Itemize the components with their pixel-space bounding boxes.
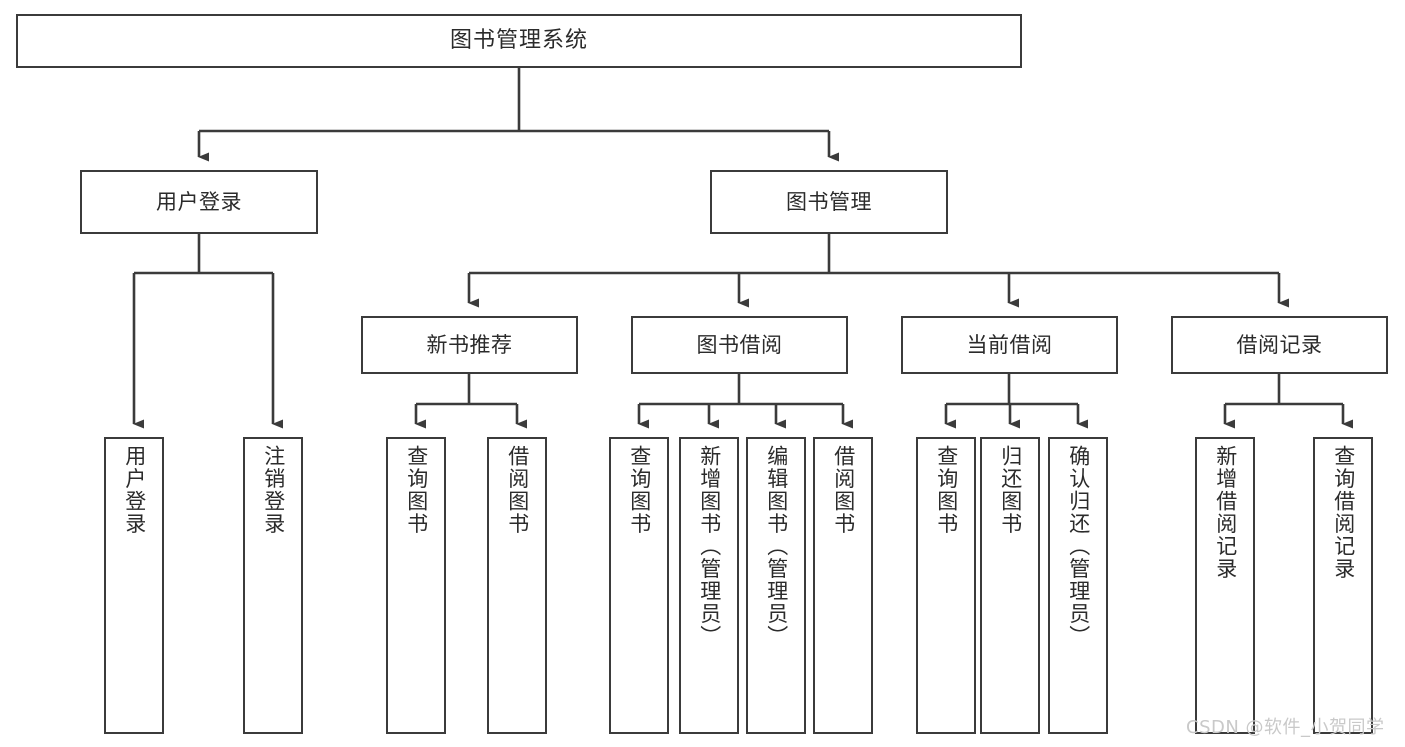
- node-label: 当前借阅: [966, 332, 1053, 357]
- node-leaf-query-book-1[interactable]: 查询图书: [386, 437, 446, 734]
- node-label: 查询图书: [404, 445, 429, 535]
- node-new-book-recommend[interactable]: 新书推荐: [361, 316, 578, 374]
- node-label: 借阅图书: [505, 445, 530, 535]
- node-root-system[interactable]: 图书管理系统: [16, 14, 1022, 68]
- node-label: 图书管理系统: [449, 28, 588, 53]
- node-label: 用户登录: [122, 445, 147, 535]
- node-leaf-user-logout[interactable]: 注销登录: [243, 437, 303, 734]
- node-leaf-edit-book[interactable]: 编辑图书（管理员）: [746, 437, 806, 734]
- node-label: 查询借阅记录: [1331, 445, 1356, 580]
- node-label: 确认归还（管理员）: [1066, 445, 1091, 648]
- node-leaf-query-record[interactable]: 查询借阅记录: [1313, 437, 1373, 734]
- node-label: 编辑图书（管理员）: [764, 445, 789, 648]
- node-book-borrow[interactable]: 图书借阅: [631, 316, 848, 374]
- node-label: 查询图书: [934, 445, 959, 535]
- node-leaf-add-record[interactable]: 新增借阅记录: [1195, 437, 1255, 734]
- node-leaf-borrow-book-1[interactable]: 借阅图书: [487, 437, 547, 734]
- node-book-manage[interactable]: 图书管理: [710, 170, 948, 234]
- node-user-login[interactable]: 用户登录: [80, 170, 318, 234]
- node-leaf-return-book[interactable]: 归还图书: [980, 437, 1040, 734]
- node-leaf-borrow-book-2[interactable]: 借阅图书: [813, 437, 873, 734]
- node-label: 用户登录: [156, 189, 242, 214]
- node-leaf-add-book[interactable]: 新增图书（管理员）: [679, 437, 739, 734]
- node-label: 新增借阅记录: [1213, 445, 1238, 580]
- node-leaf-confirm-return[interactable]: 确认归还（管理员）: [1048, 437, 1108, 734]
- node-label: 借阅图书: [831, 445, 856, 535]
- node-label: 借阅记录: [1236, 332, 1323, 357]
- watermark-text: CSDN @软件_小贺同学: [1186, 717, 1385, 738]
- node-label: 查询图书: [627, 445, 652, 535]
- node-leaf-user-login[interactable]: 用户登录: [104, 437, 164, 734]
- node-label: 注销登录: [261, 445, 286, 535]
- node-label: 图书管理: [786, 189, 872, 214]
- node-label: 图书借阅: [696, 332, 783, 357]
- node-label: 新书推荐: [426, 332, 513, 357]
- node-label: 归还图书: [998, 445, 1023, 535]
- node-borrow-record[interactable]: 借阅记录: [1171, 316, 1388, 374]
- node-leaf-query-book-2[interactable]: 查询图书: [609, 437, 669, 734]
- node-leaf-query-book-3[interactable]: 查询图书: [916, 437, 976, 734]
- node-current-borrow[interactable]: 当前借阅: [901, 316, 1118, 374]
- node-label: 新增图书（管理员）: [697, 445, 722, 648]
